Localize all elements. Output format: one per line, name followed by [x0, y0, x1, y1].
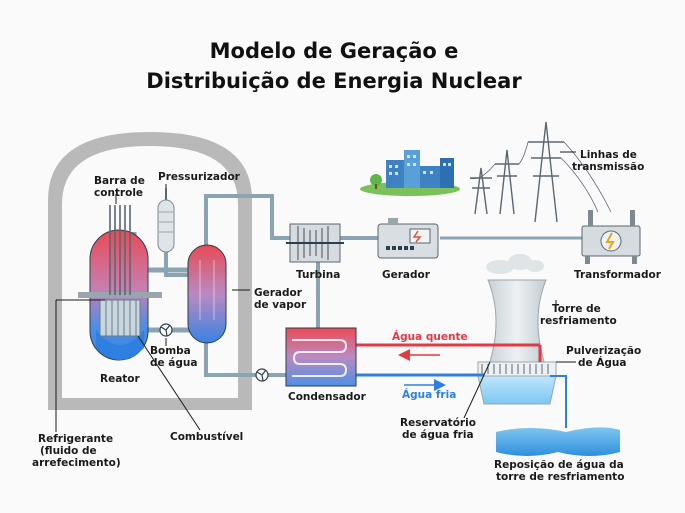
label-steam-generator-1: Gerador [254, 287, 303, 299]
city-buildings [360, 150, 460, 196]
label-cooling-tower-2: resfriamento [540, 315, 617, 327]
pressurizer [157, 188, 175, 253]
label-hot-water: Água quente [392, 330, 468, 343]
generator [377, 218, 439, 259]
labels: Barra de controle Pressurizador Reator B… [32, 149, 662, 483]
label-control-rod-2: controle [94, 187, 143, 199]
leader-lines [55, 151, 576, 432]
label-control-rod-1: Barra de [94, 175, 145, 187]
label-turbine: Turbina [296, 269, 340, 281]
water-lines [356, 343, 567, 428]
label-cooling-tower-1: Torre de [552, 303, 601, 315]
title-line-2: Distribuição de Energia Nuclear [146, 69, 522, 93]
label-spray-1: Pulverização [566, 345, 641, 357]
title-line-1: Modelo de Geração e [210, 39, 459, 63]
condenser [285, 327, 357, 387]
label-steam-generator-2: de vapor [254, 299, 307, 311]
control-rods [109, 205, 131, 295]
label-generator: Gerador [382, 269, 431, 281]
flow-arrows [398, 349, 446, 391]
cooling-tower [477, 279, 557, 405]
label-reactor: Reator [100, 373, 141, 385]
label-coolant-3: arrefecimento) [32, 457, 121, 469]
label-makeup-2: torre de resfriamento [496, 471, 624, 483]
label-pressurizer: Pressurizador [158, 171, 241, 183]
fuel-assembly [99, 299, 141, 337]
makeup-water-pool [496, 427, 620, 456]
label-transmission-1: Linhas de [580, 149, 637, 161]
water-pump [159, 323, 173, 337]
label-coolant-1: Refrigerante [38, 433, 113, 445]
transmission-towers [469, 121, 612, 223]
label-pump-2: de água [150, 357, 197, 369]
label-spray-2: de Água [578, 356, 627, 369]
label-makeup-1: Reposição de água da [494, 459, 624, 471]
label-condenser: Condensador [288, 391, 367, 403]
label-cold-water: Água fria [402, 388, 456, 401]
steam-generator [187, 244, 227, 344]
label-reservoir-2: de água fria [402, 429, 474, 441]
transformer [581, 210, 641, 264]
turbine [286, 223, 344, 263]
label-reservoir-1: Reservatório [400, 417, 476, 429]
label-transmission-2: transmissão [572, 161, 644, 173]
label-fuel: Combustível [170, 431, 243, 443]
label-pump-1: Bomba [150, 345, 191, 357]
label-coolant-2: (fluido de [40, 445, 97, 457]
label-transformer: Transformador [574, 269, 662, 281]
condenser-pump [255, 368, 269, 382]
steam-clouds [486, 254, 544, 274]
